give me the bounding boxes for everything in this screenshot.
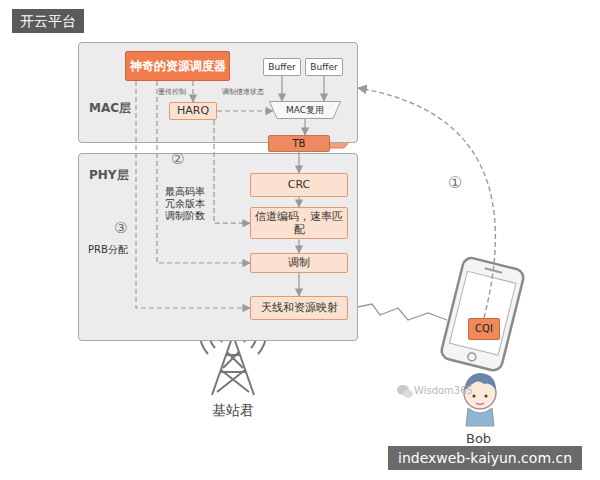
box-text: 天线和资源映射 bbox=[261, 301, 338, 314]
box-text: 信道编码，速率匹配 bbox=[251, 208, 347, 238]
mac-mux: MAC复用 bbox=[269, 101, 341, 119]
process-box: 信道编码，速率匹配 bbox=[250, 207, 348, 239]
box-text: HARQ bbox=[177, 104, 209, 117]
box-text: Buffer bbox=[268, 62, 295, 73]
flow-arrow bbox=[298, 273, 299, 296]
tb-block: TB bbox=[268, 135, 330, 152]
process-box: CRC bbox=[250, 173, 348, 197]
control-arrow bbox=[217, 110, 273, 111]
small-note: 调制信道状态 bbox=[222, 88, 264, 96]
control-arrow bbox=[358, 88, 495, 318]
buffer-box: Buffer bbox=[305, 58, 343, 76]
station-name: 基站君 bbox=[212, 402, 254, 418]
flow-arrow bbox=[281, 76, 282, 101]
box-text: Buffer bbox=[310, 62, 337, 73]
watermark-badge: indexweb-kaiyun.com.cn bbox=[388, 446, 582, 470]
box-text: MAC复用 bbox=[286, 105, 324, 116]
layer-title: PHY层 bbox=[89, 168, 129, 182]
control-arrow bbox=[214, 120, 250, 223]
radio-link bbox=[348, 304, 447, 320]
box-text: 神奇的资源调度器 bbox=[130, 59, 226, 73]
mac-layer-panel: MAC层 神奇的资源调度器 Buffer BufferHARQ MAC复用 bbox=[78, 42, 358, 143]
control-arrow bbox=[136, 81, 250, 308]
flow-arrow bbox=[298, 197, 299, 207]
box-text: CRC bbox=[288, 178, 310, 191]
process-box: 调制 bbox=[250, 253, 348, 273]
layer-title: MAC层 bbox=[89, 101, 131, 115]
parameter-label: PRB分配 bbox=[88, 244, 128, 256]
flow-arrow bbox=[323, 76, 324, 101]
callout-number: ① bbox=[448, 174, 462, 192]
watermark: Wisdom365 bbox=[414, 385, 473, 397]
callout-number: ② bbox=[171, 151, 184, 168]
scheduler-box: 神奇的资源调度器 bbox=[125, 51, 230, 81]
box-text: 调制 bbox=[288, 256, 310, 269]
control-arrow bbox=[157, 81, 250, 263]
harq-box: HARQ bbox=[169, 102, 217, 120]
box-text: TB bbox=[293, 138, 306, 150]
watermark-badge: 开云平台 bbox=[12, 9, 84, 33]
parameter-label: 调制阶数 bbox=[165, 210, 205, 222]
box-text: CQI bbox=[475, 323, 493, 335]
parameter-label: 冗余版本 bbox=[165, 198, 205, 210]
buffer-box: Buffer bbox=[263, 58, 301, 76]
control-arrow bbox=[192, 81, 193, 102]
callout-number: ③ bbox=[114, 220, 127, 237]
flow-arrow bbox=[298, 239, 299, 253]
parameter-label: 最高码率 bbox=[165, 186, 205, 198]
phone bbox=[440, 256, 525, 372]
flow-arrow bbox=[298, 152, 299, 173]
small-note: 重传控制 bbox=[158, 88, 186, 96]
user-name: Bob bbox=[466, 432, 491, 447]
process-box: 天线和资源映射 bbox=[250, 296, 348, 320]
flow-arrow bbox=[304, 119, 305, 135]
bob-avatar bbox=[464, 373, 496, 426]
cqi-box: CQI bbox=[468, 318, 500, 340]
watermark-icon bbox=[397, 385, 413, 398]
